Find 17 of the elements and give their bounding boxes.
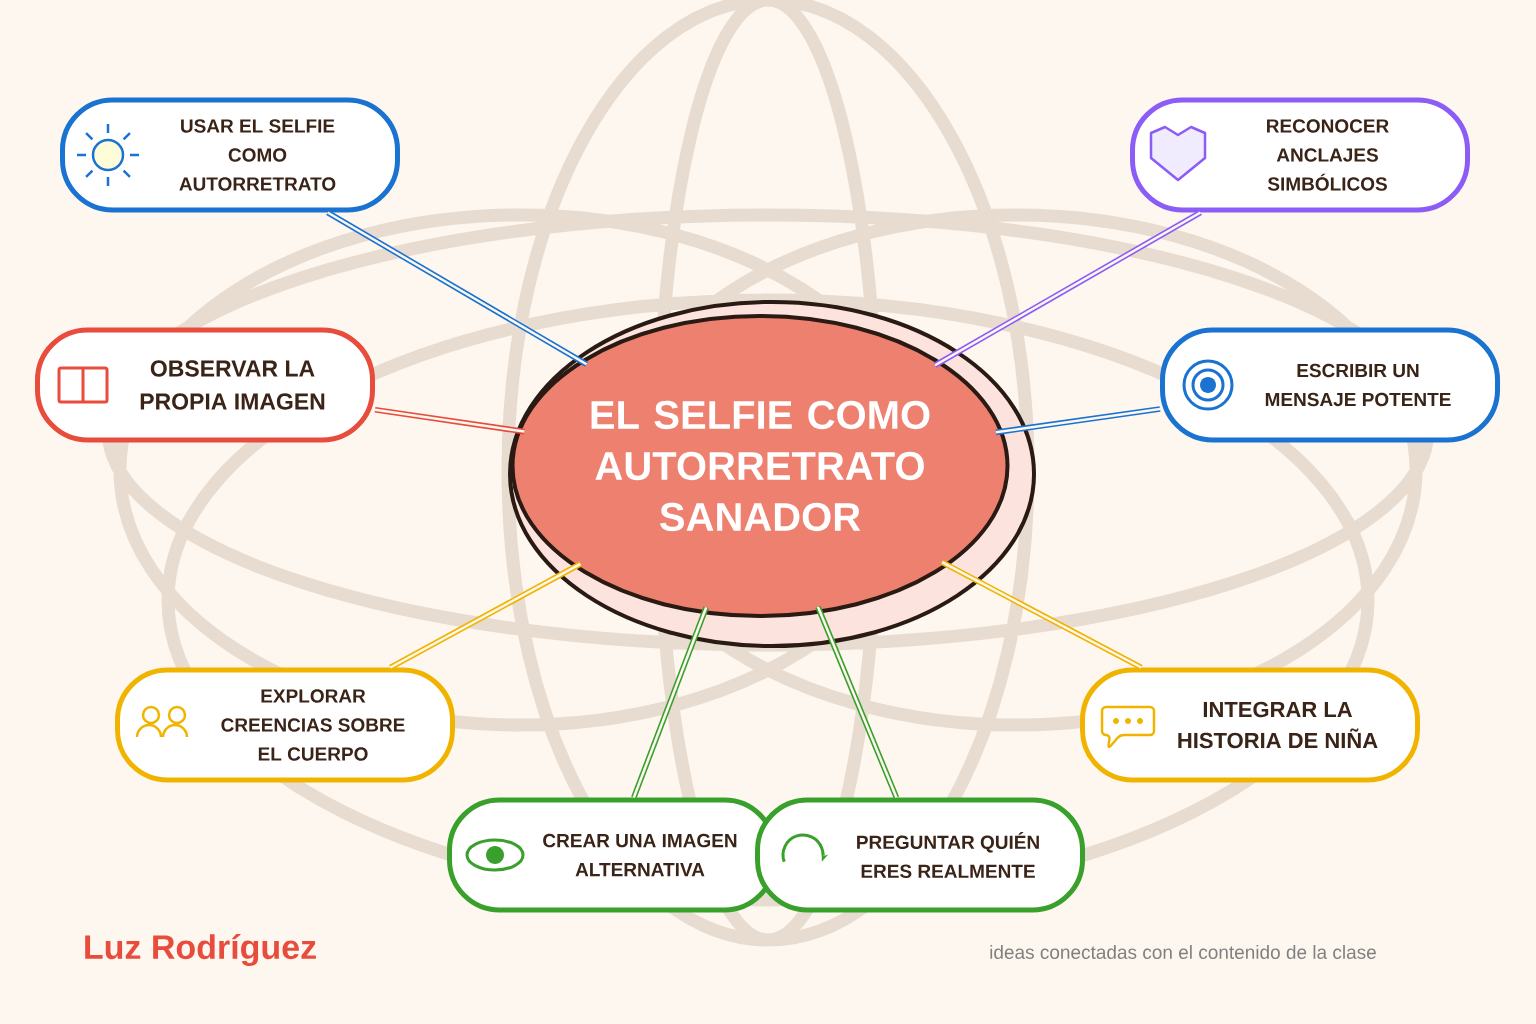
- topic-box: EXPLORAR CREENCIAS SOBRE EL CUERPO: [115, 667, 455, 783]
- connector-line: [374, 406, 525, 435]
- connector-line: [631, 606, 709, 799]
- author-name: Luz Rodríguez: [85, 933, 316, 967]
- topic-box: OBSERVAR LA PROPIA IMAGEN: [35, 327, 375, 443]
- footer-note: ideas conectadas con el contenido de la clase: [990, 945, 1376, 959]
- topic-box: USAR EL SELFIE COMO AUTORRETRATO: [60, 97, 400, 213]
- connector-line: [933, 210, 1202, 368]
- topic-box: INTEGRAR LA HISTORIA DE NIÑA: [1080, 667, 1420, 783]
- topic-box: CREAR UNA IMAGEN ALTERNATIVA: [447, 797, 777, 913]
- connector-line: [940, 559, 1143, 670]
- topic-box: ESCRIBIR UN MENSAJE POTENTE: [1160, 327, 1500, 443]
- connector-line: [995, 406, 1161, 436]
- connector-line: [815, 605, 900, 799]
- connector-line: [389, 561, 582, 670]
- topic-box: PREGUNTAR QUIÉN ERES REALMENTE: [755, 797, 1085, 913]
- connector-line: [326, 210, 588, 367]
